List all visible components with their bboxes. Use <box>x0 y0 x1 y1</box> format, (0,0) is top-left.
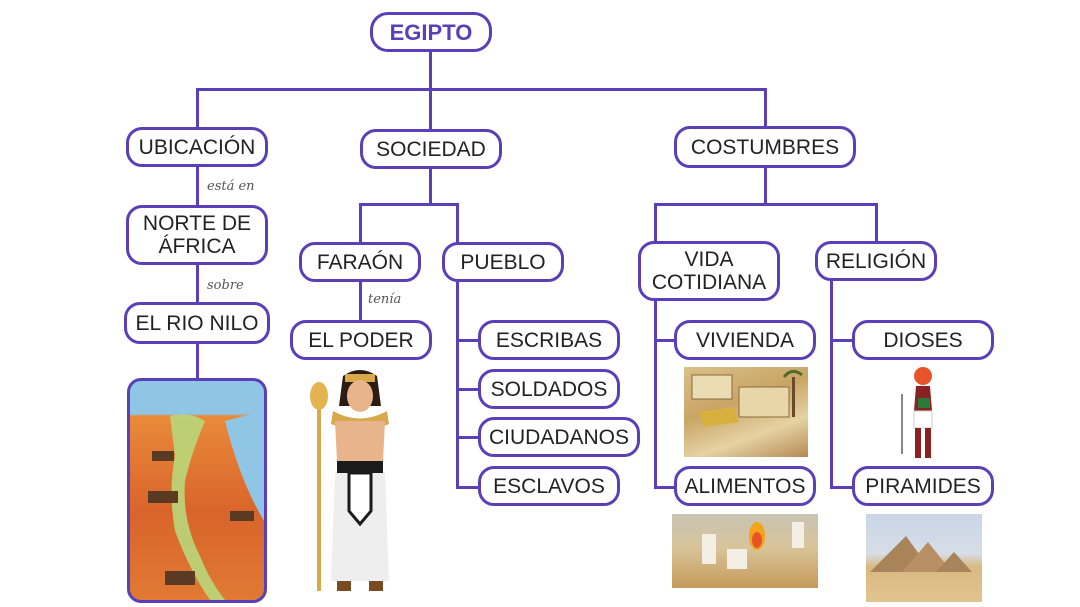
connector-line <box>456 388 480 391</box>
connector-label-sobre: sobre <box>207 278 244 293</box>
node-egipto: EGIPTO <box>370 12 492 52</box>
connector-line <box>359 203 362 243</box>
connector-line <box>654 339 676 342</box>
pharaoh-figure-image <box>305 366 415 602</box>
connector-line <box>429 168 432 204</box>
node-vida-cotidiana: VIDA COTIDIANA <box>638 241 780 301</box>
node-pueblo: PUEBLO <box>442 242 564 282</box>
node-faraon: FARAÓN <box>299 242 421 282</box>
connector-line <box>654 203 878 206</box>
connector-line <box>429 88 432 130</box>
node-el-poder: EL PODER <box>290 320 432 360</box>
connector-line <box>764 166 767 204</box>
nile-river-icon <box>148 411 264 600</box>
node-esclavos: ESCLAVOS <box>478 466 620 506</box>
node-el-rio-nilo: EL RIO NILO <box>124 302 270 344</box>
node-alimentos: ALIMENTOS <box>674 466 816 506</box>
connector-line <box>359 282 362 320</box>
connector-line <box>830 339 854 342</box>
connector-label-esta-en: está en <box>207 179 255 194</box>
node-dioses: DIOSES <box>852 320 994 360</box>
node-vivienda: VIVIENDA <box>674 320 816 360</box>
node-religion: RELIGIÓN <box>815 241 937 281</box>
node-piramides: PIRAMIDES <box>852 466 994 506</box>
connector-label-tenia: tenía <box>368 292 402 307</box>
connector-line <box>456 339 480 342</box>
node-soldados: SOLDADOS <box>478 369 620 409</box>
connector-line <box>456 203 459 243</box>
connector-line <box>830 486 854 489</box>
connector-line <box>654 300 657 488</box>
egyptians-cooking-image <box>672 514 818 588</box>
connector-line <box>875 203 878 243</box>
node-norte-de-africa: NORTE DE ÁFRICA <box>126 205 268 265</box>
connector-line <box>654 203 657 243</box>
node-costumbres: COSTUMBRES <box>674 126 856 168</box>
node-ubicacion: UBICACIÓN <box>126 127 268 167</box>
connector-line <box>654 486 676 489</box>
node-sociedad: SOCIEDAD <box>360 129 502 169</box>
connector-line <box>196 88 766 91</box>
connector-line <box>456 282 459 488</box>
god-ra-figure-image <box>896 366 946 462</box>
connector-line <box>456 486 480 489</box>
connector-line <box>196 88 199 128</box>
egyptian-houses-image <box>684 367 808 457</box>
node-ciudadanos: CIUDADANOS <box>478 417 640 457</box>
connector-line <box>196 165 199 380</box>
connector-line <box>764 88 767 128</box>
node-escribas: ESCRIBAS <box>478 320 620 360</box>
connector-line <box>429 50 432 90</box>
connector-line <box>456 436 480 439</box>
pyramids-of-giza-image <box>866 514 982 602</box>
connector-line <box>830 280 833 488</box>
connector-line <box>359 203 459 206</box>
map-of-egypt-image <box>127 378 267 603</box>
